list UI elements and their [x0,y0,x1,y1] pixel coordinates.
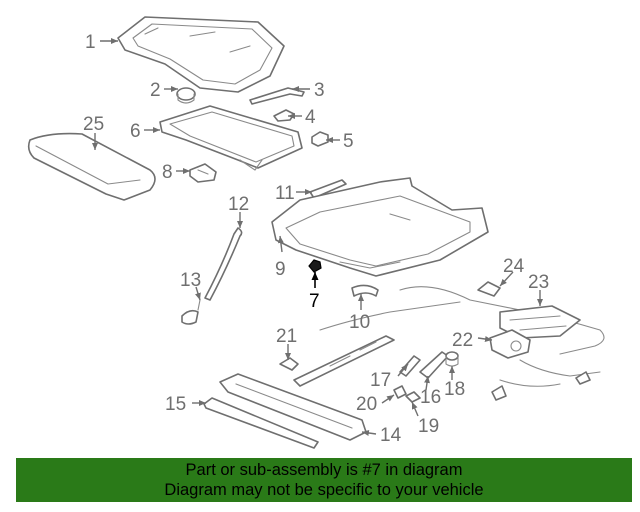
callout-9: 9 [275,259,286,280]
callout-16: 16 [420,387,441,408]
callout-22: 22 [452,330,473,351]
callout-1: 1 [85,32,96,53]
part-17-slider [399,355,421,377]
part-23-cable-assembly [319,286,605,401]
callout-labels: 1 2 3 4 5 6 7 8 9 10 11 12 13 14 15 16 1… [83,32,549,446]
callout-24: 24 [503,256,525,277]
part-13-drain-hose [181,299,201,325]
info-banner: Part or sub-assembly is #7 in diagram Di… [16,458,632,502]
callout-3: 3 [314,80,325,101]
callout-13: 13 [180,270,201,291]
part-6-sunshade [159,105,303,171]
part-24-clip [477,281,501,297]
part-21-clip [279,357,299,371]
guide-rail [293,335,395,387]
callout-12: 12 [228,194,249,215]
callout-4: 4 [305,107,316,128]
callout-11: 11 [275,183,295,204]
callout-14: 14 [380,425,402,446]
part-22-motor [489,329,531,359]
leader-lines [92,38,543,436]
part-8-handle [189,163,217,183]
part-3-trim-strip [249,87,305,105]
callout-8: 8 [162,162,173,183]
callout-25: 25 [83,114,104,135]
banner-line-2: Diagram may not be specific to your vehi… [164,481,484,499]
part-20-bolt [393,385,407,399]
part-15-seal-strip [203,397,319,449]
callout-6: 6 [130,121,141,142]
part-10-bracket [351,284,379,297]
part-16-slider [419,351,449,379]
part-2-clip [176,87,196,104]
part-7-highlighted [308,259,322,273]
callout-19: 19 [418,416,439,437]
callout-10: 10 [349,312,370,333]
part-12-drain-hose [204,227,243,301]
part-25-deflector [27,132,156,201]
part-11-seal [309,179,347,199]
callout-2: 2 [150,80,161,101]
part-14-front-panel [219,373,367,441]
part-19-screw [405,391,421,403]
part-18-cap [445,351,459,367]
callout-17: 17 [370,370,391,391]
part-9-frame [271,177,489,277]
callout-15: 15 [165,394,186,415]
callout-21: 21 [276,326,297,347]
callout-23: 23 [528,272,549,293]
callout-20: 20 [356,394,377,415]
callout-5: 5 [343,131,354,152]
part-5-block [311,131,329,147]
callout-7: 7 [309,291,320,312]
parts-diagram: 1 2 3 4 5 6 7 8 9 10 11 12 13 14 15 16 1… [27,16,605,449]
banner-line-1: Part or sub-assembly is #7 in diagram [185,461,463,479]
callout-18: 18 [444,379,465,400]
part-1-glass-panel [117,16,285,93]
